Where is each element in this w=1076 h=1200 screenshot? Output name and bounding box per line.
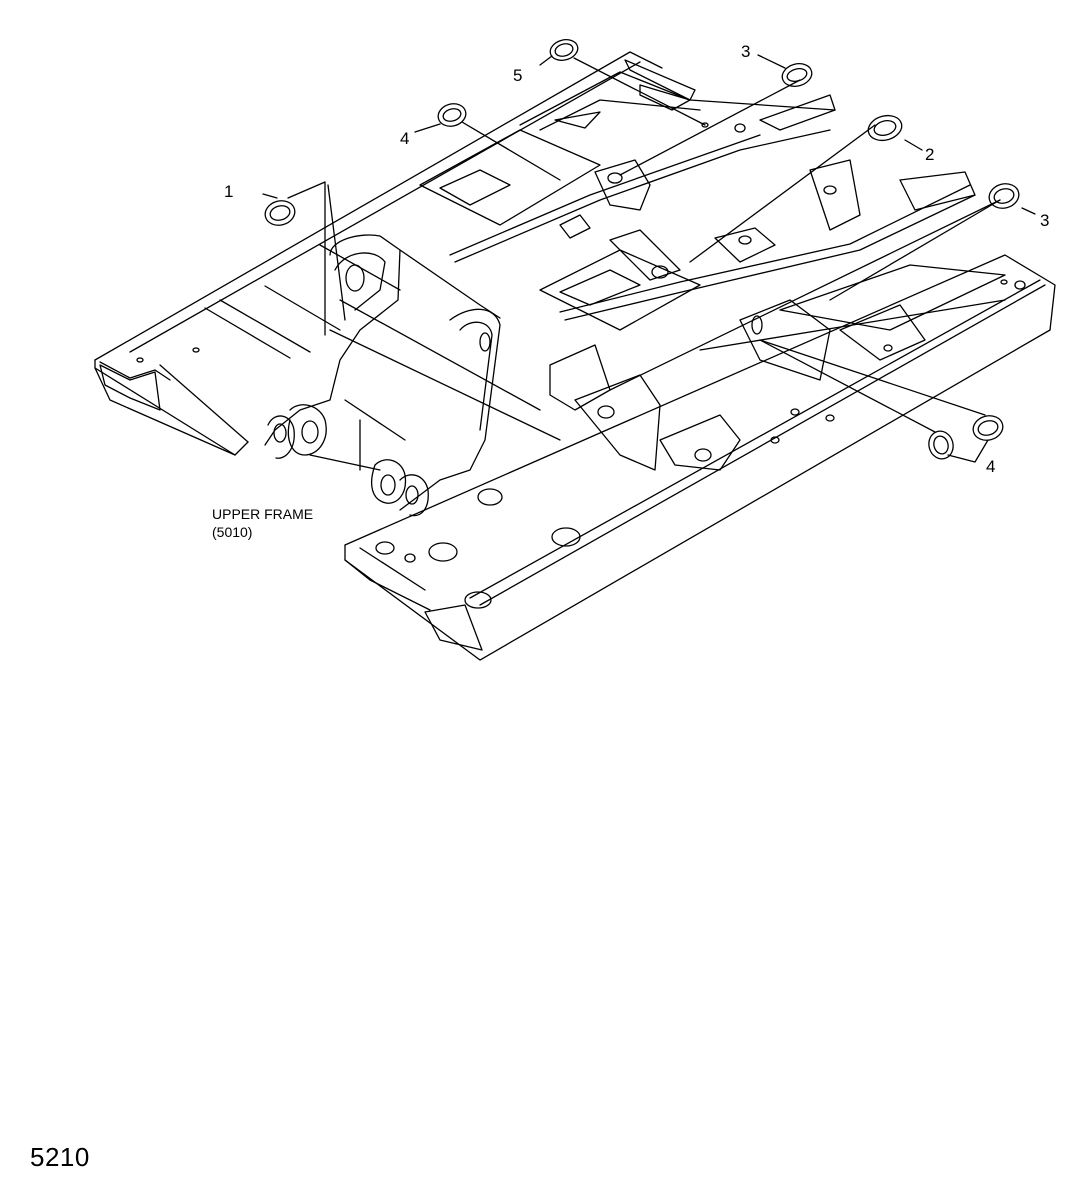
callout-3-top: 3	[741, 42, 750, 61]
callout-4-top: 4	[400, 129, 409, 148]
upper-frame-label-name: UPPER FRAME	[212, 506, 314, 522]
grommet-3-right	[988, 183, 1020, 209]
center-deck	[329, 129, 1006, 471]
grommet-5	[549, 39, 579, 61]
callout-2: 2	[925, 145, 934, 164]
grommets	[264, 39, 1020, 460]
sheet-number: 5210	[30, 1142, 90, 1172]
grommet-4-top	[437, 103, 467, 127]
right-side-rail	[344, 254, 1056, 661]
boom-bracket	[264, 234, 501, 517]
grommet-1	[264, 200, 296, 226]
callout-1: 1	[224, 182, 233, 201]
grommet-4-right-a	[972, 415, 1004, 441]
leader-lines	[262, 54, 1036, 463]
grommet-2	[867, 114, 903, 142]
grommet-3-top	[781, 63, 813, 87]
left-side-rail	[94, 51, 663, 456]
callout-4-right: 4	[986, 457, 995, 476]
upper-frame-label-code: (5010)	[212, 524, 253, 540]
callout-3-right: 3	[1040, 211, 1049, 230]
grommet-4-right-b	[928, 430, 954, 460]
callout-5: 5	[513, 66, 522, 85]
upper-frame-label: UPPER FRAME (5010)	[212, 505, 313, 541]
rear-cross-member	[519, 59, 836, 133]
callout-labels: 1 2 3 3 4 4 5	[224, 42, 1049, 476]
